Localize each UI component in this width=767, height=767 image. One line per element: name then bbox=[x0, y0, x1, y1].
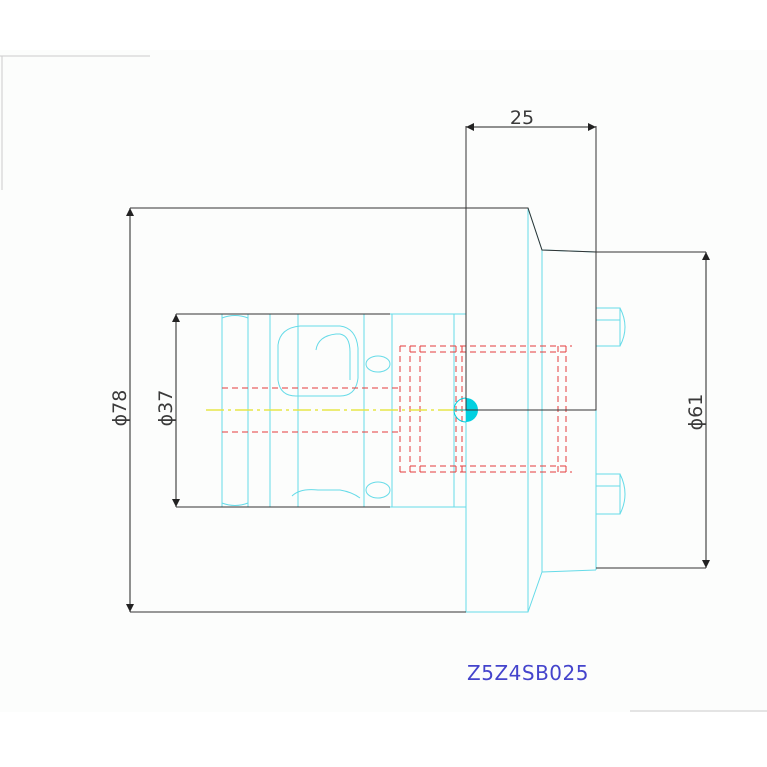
part-outline bbox=[221, 207, 626, 613]
part-number-label: Z5Z4SB025 bbox=[467, 661, 589, 685]
dim-25-text: 25 bbox=[510, 107, 534, 129]
dim-37-text: ϕ37 bbox=[155, 390, 177, 427]
drawing-sheet bbox=[0, 50, 767, 712]
dim-78-text: ϕ78 bbox=[109, 390, 131, 427]
dim-61-text: ϕ61 bbox=[685, 394, 707, 431]
hidden-bore bbox=[222, 345, 572, 473]
dimension-lines bbox=[130, 126, 706, 613]
